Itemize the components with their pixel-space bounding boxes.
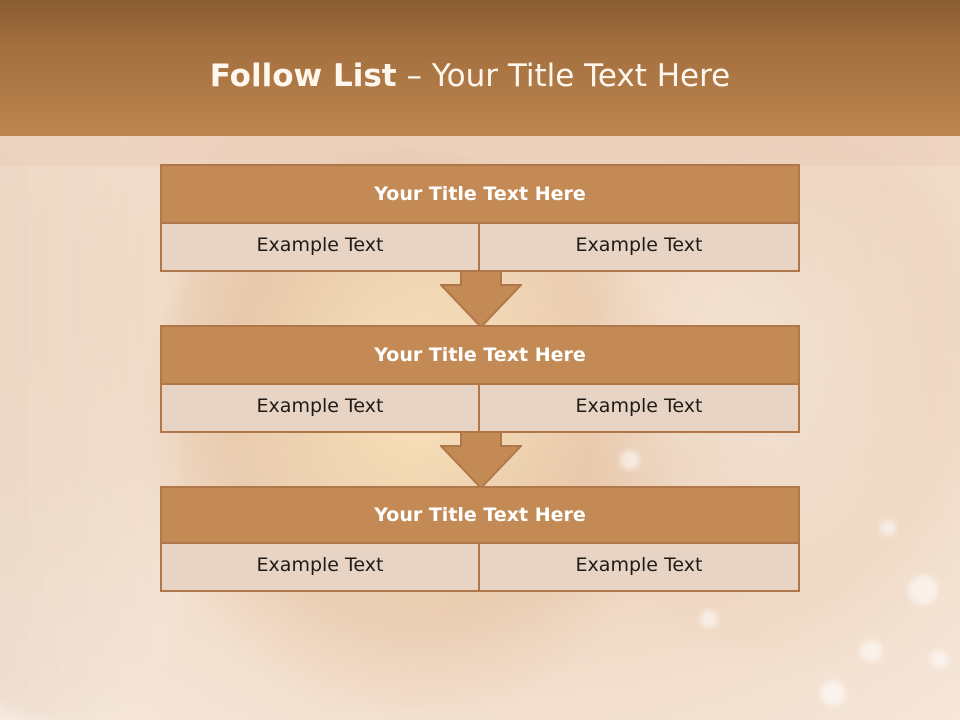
block-title: Your Title Text Here: [162, 327, 798, 385]
title-band: [0, 136, 960, 166]
down-arrow-icon: [440, 270, 522, 328]
bokeh-light: [930, 650, 948, 668]
block-cell-left: Example Text: [162, 383, 480, 431]
list-block-1: Your Title Text Here Example Text Exampl…: [160, 164, 800, 272]
bokeh-light: [620, 450, 640, 470]
list-block-2: Your Title Text Here Example Text Exampl…: [160, 325, 800, 433]
bokeh-light: [880, 520, 896, 536]
bokeh-light: [860, 640, 882, 662]
bokeh-light: [700, 610, 718, 628]
block-cell-right: Example Text: [575, 554, 703, 576]
block-cell-left: Example Text: [162, 222, 480, 270]
block-cell-right: Example Text: [575, 395, 703, 417]
slide-title-strong: Follow List: [209, 58, 397, 94]
slide-title-rest: – Your Title Text Here: [396, 58, 731, 94]
background-glass-left: [0, 120, 180, 720]
down-arrow-icon: [440, 431, 522, 489]
bokeh-light: [820, 680, 846, 706]
block-cell-right: Example Text: [575, 234, 703, 256]
slide-title: Follow List – Your Title Text Here: [0, 54, 940, 98]
list-block-3: Your Title Text Here Example Text Exampl…: [160, 486, 800, 592]
bokeh-light: [908, 575, 938, 605]
block-cell-left: Example Text: [162, 542, 480, 590]
block-title: Your Title Text Here: [162, 488, 798, 544]
title-bar: Follow List – Your Title Text Here: [0, 0, 960, 136]
block-title: Your Title Text Here: [162, 166, 798, 224]
